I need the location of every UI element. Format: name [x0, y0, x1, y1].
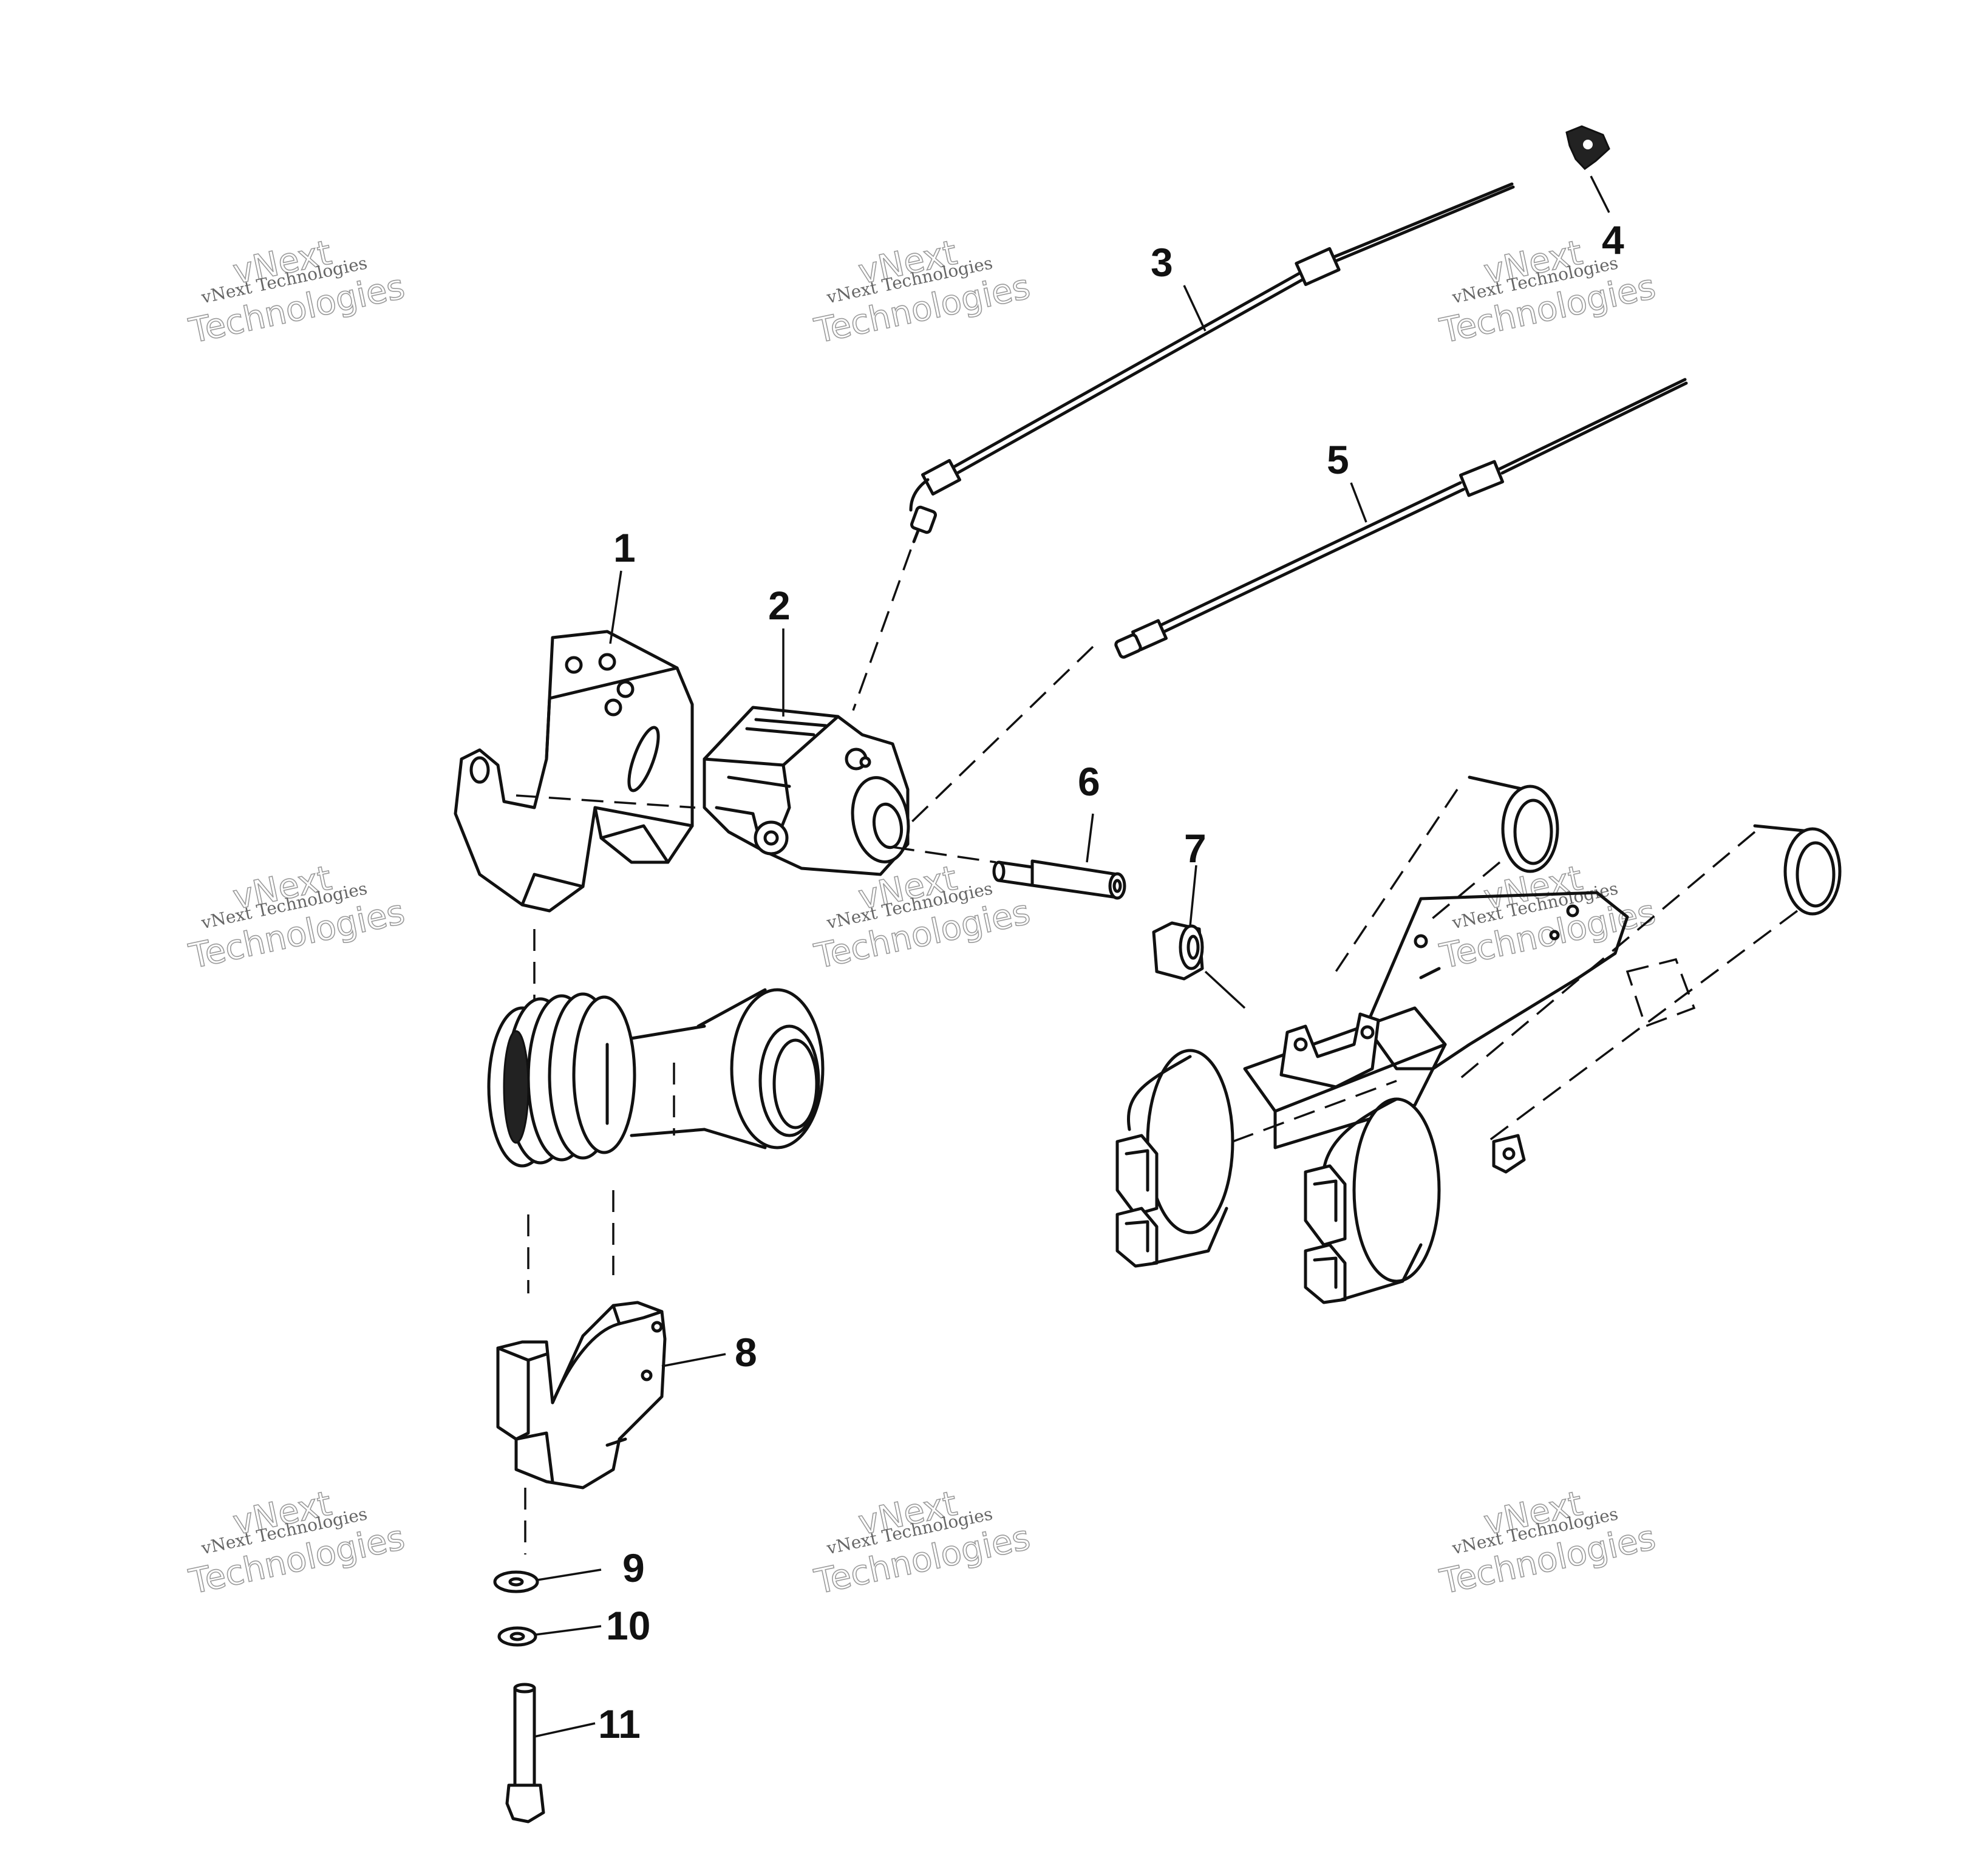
- callout-2: 2: [768, 583, 791, 628]
- watermark: vNext vNext Technologies Technologies: [1436, 1483, 1660, 1602]
- leader-10: [535, 1625, 602, 1636]
- callout-3: 3: [1151, 240, 1173, 285]
- bearing-cap: [496, 1301, 667, 1490]
- callout-8: 8: [735, 1330, 757, 1375]
- watermark: vNext vNext Technologies Technologies: [811, 233, 1034, 352]
- watermark: vNext vNext Technologies Technologies: [185, 1483, 409, 1602]
- leader-9: [537, 1568, 602, 1581]
- caliper-bracket: [454, 630, 694, 913]
- watermark: vNext vNext Technologies Technologies: [811, 1483, 1034, 1602]
- dash-caliper-to-pin: [892, 846, 996, 863]
- flat-washer: [493, 1570, 539, 1593]
- leader-3: [1183, 285, 1207, 332]
- watermark: vNext vNext Technologies Technologies: [185, 233, 409, 352]
- leader-5: [1350, 482, 1367, 523]
- callout-5: 5: [1327, 437, 1349, 482]
- leader-11: [534, 1722, 596, 1738]
- callout-1: 1: [613, 525, 636, 570]
- callout-7: 7: [1184, 826, 1207, 871]
- dash-cable3-to-caliper: [852, 549, 912, 711]
- leader-4: [1590, 175, 1610, 213]
- leader-6: [1086, 813, 1094, 863]
- watermark: vNext vNext Technologies Technologies: [185, 858, 409, 977]
- dash-cable5-to-caliper: [910, 645, 1094, 824]
- hex-nut: [1152, 921, 1204, 981]
- callout-6: 6: [1078, 759, 1100, 804]
- hex-bolt: [505, 1683, 545, 1823]
- leader-7: [1189, 865, 1197, 927]
- leader-1: [609, 570, 622, 644]
- lock-washer: [497, 1626, 537, 1647]
- leader-nut-to-swingarm: [1204, 970, 1246, 1009]
- callout-9: 9: [622, 1545, 645, 1590]
- callout-10: 10: [606, 1603, 650, 1648]
- cable-clip: [1565, 125, 1610, 170]
- brake-cable-upper: [909, 182, 1515, 543]
- callout-4: 4: [1602, 217, 1624, 262]
- axle-hub: [487, 988, 825, 1168]
- callout-11: 11: [598, 1701, 641, 1746]
- dash-bracket-to-caliper: [516, 794, 696, 809]
- brake-cable-lower: [1114, 378, 1688, 659]
- swingarm: [1115, 775, 1842, 1304]
- leader-8: [661, 1353, 726, 1367]
- brake-caliper: [703, 706, 910, 876]
- caliper-pin: [992, 859, 1126, 900]
